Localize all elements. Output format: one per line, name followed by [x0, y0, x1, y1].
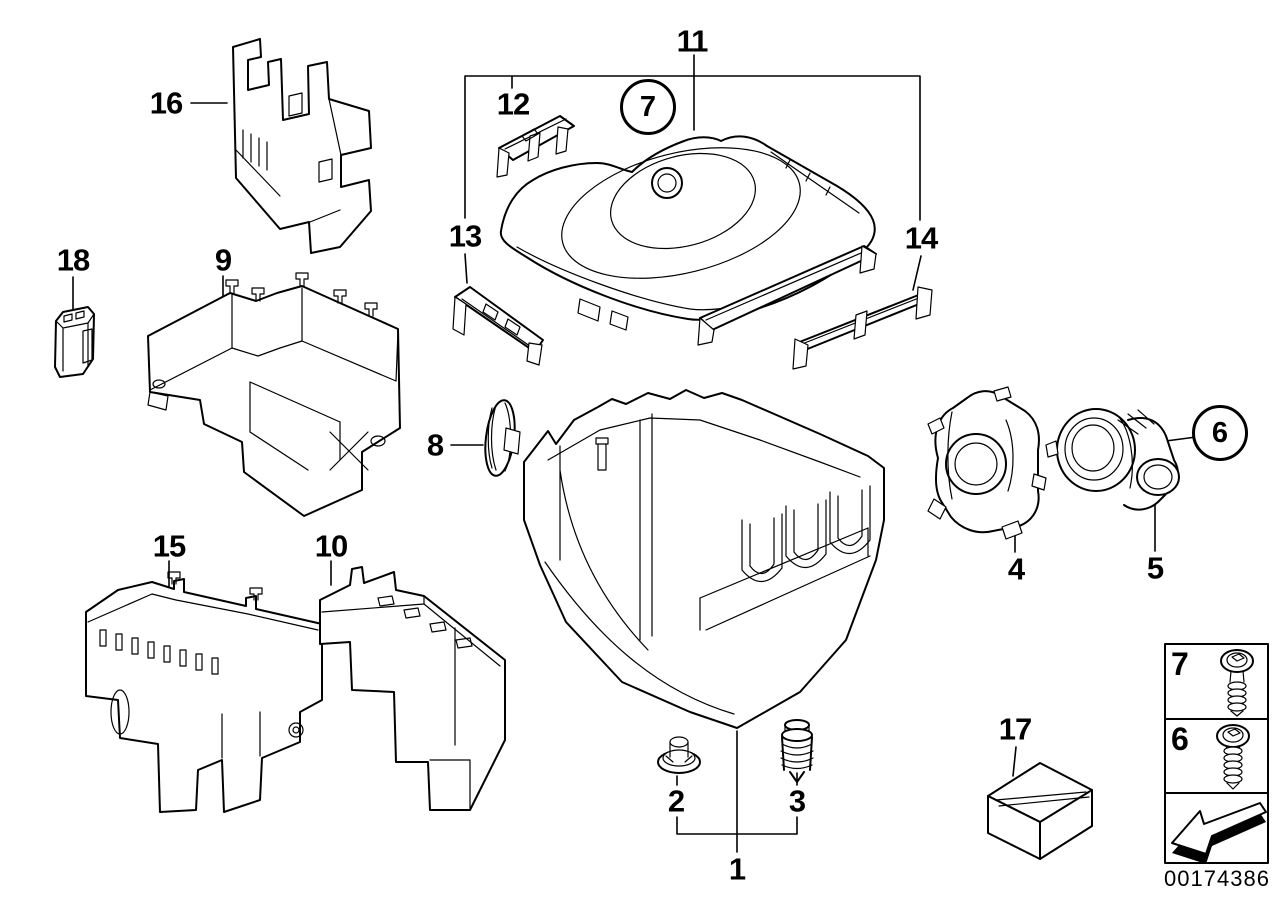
part-14-drawing [792, 286, 933, 370]
callout-14[interactable]: 14 [904, 220, 938, 256]
document-number: 00174386 [1164, 866, 1270, 891]
callout-3[interactable]: 3 [788, 783, 806, 819]
part-13-drawing [452, 286, 544, 366]
callout-13[interactable]: 13 [448, 218, 482, 254]
part-3-drawing [780, 719, 814, 783]
callout-15[interactable]: 15 [152, 528, 186, 564]
part-9-drawing [147, 272, 401, 517]
part-15-drawing [85, 571, 323, 813]
part-11-cover-drawing [499, 135, 877, 346]
part-16-drawing [232, 38, 372, 254]
legend-row-7-label: 7 [1171, 646, 1189, 682]
screw-short-thread-icon [1220, 649, 1254, 717]
callout-18[interactable]: 18 [56, 242, 90, 278]
callout-7-circled[interactable]: 7 [620, 79, 676, 135]
part-8-drawing [484, 399, 521, 477]
callout-9[interactable]: 9 [214, 242, 232, 278]
callout-17[interactable]: 17 [998, 711, 1032, 747]
part-5-drawing [1045, 408, 1180, 511]
part-17-drawing [987, 762, 1093, 860]
screw-long-thread-icon [1216, 724, 1250, 790]
callout-10[interactable]: 10 [314, 528, 348, 564]
callout-1[interactable]: 1 [728, 851, 746, 887]
legend-row-6-label: 6 [1171, 721, 1189, 757]
part-4-drawing [927, 386, 1047, 540]
part-12-drawing [496, 115, 575, 178]
callout-6-circled[interactable]: 6 [1192, 405, 1248, 461]
part-1-housing-drawing [523, 389, 885, 729]
part-18-drawing [54, 306, 95, 378]
callout-2[interactable]: 2 [667, 783, 685, 819]
callout-12[interactable]: 12 [496, 86, 530, 122]
callout-16[interactable]: 16 [149, 85, 183, 121]
callout-5[interactable]: 5 [1146, 550, 1164, 586]
part-10-drawing [319, 566, 506, 811]
callout-4[interactable]: 4 [1007, 551, 1025, 587]
direction-arrow-icon [1171, 802, 1267, 864]
callout-11[interactable]: 11 [676, 23, 709, 59]
part-2-drawing [657, 736, 701, 774]
callout-8[interactable]: 8 [426, 427, 444, 463]
legend-table [1164, 643, 1269, 864]
